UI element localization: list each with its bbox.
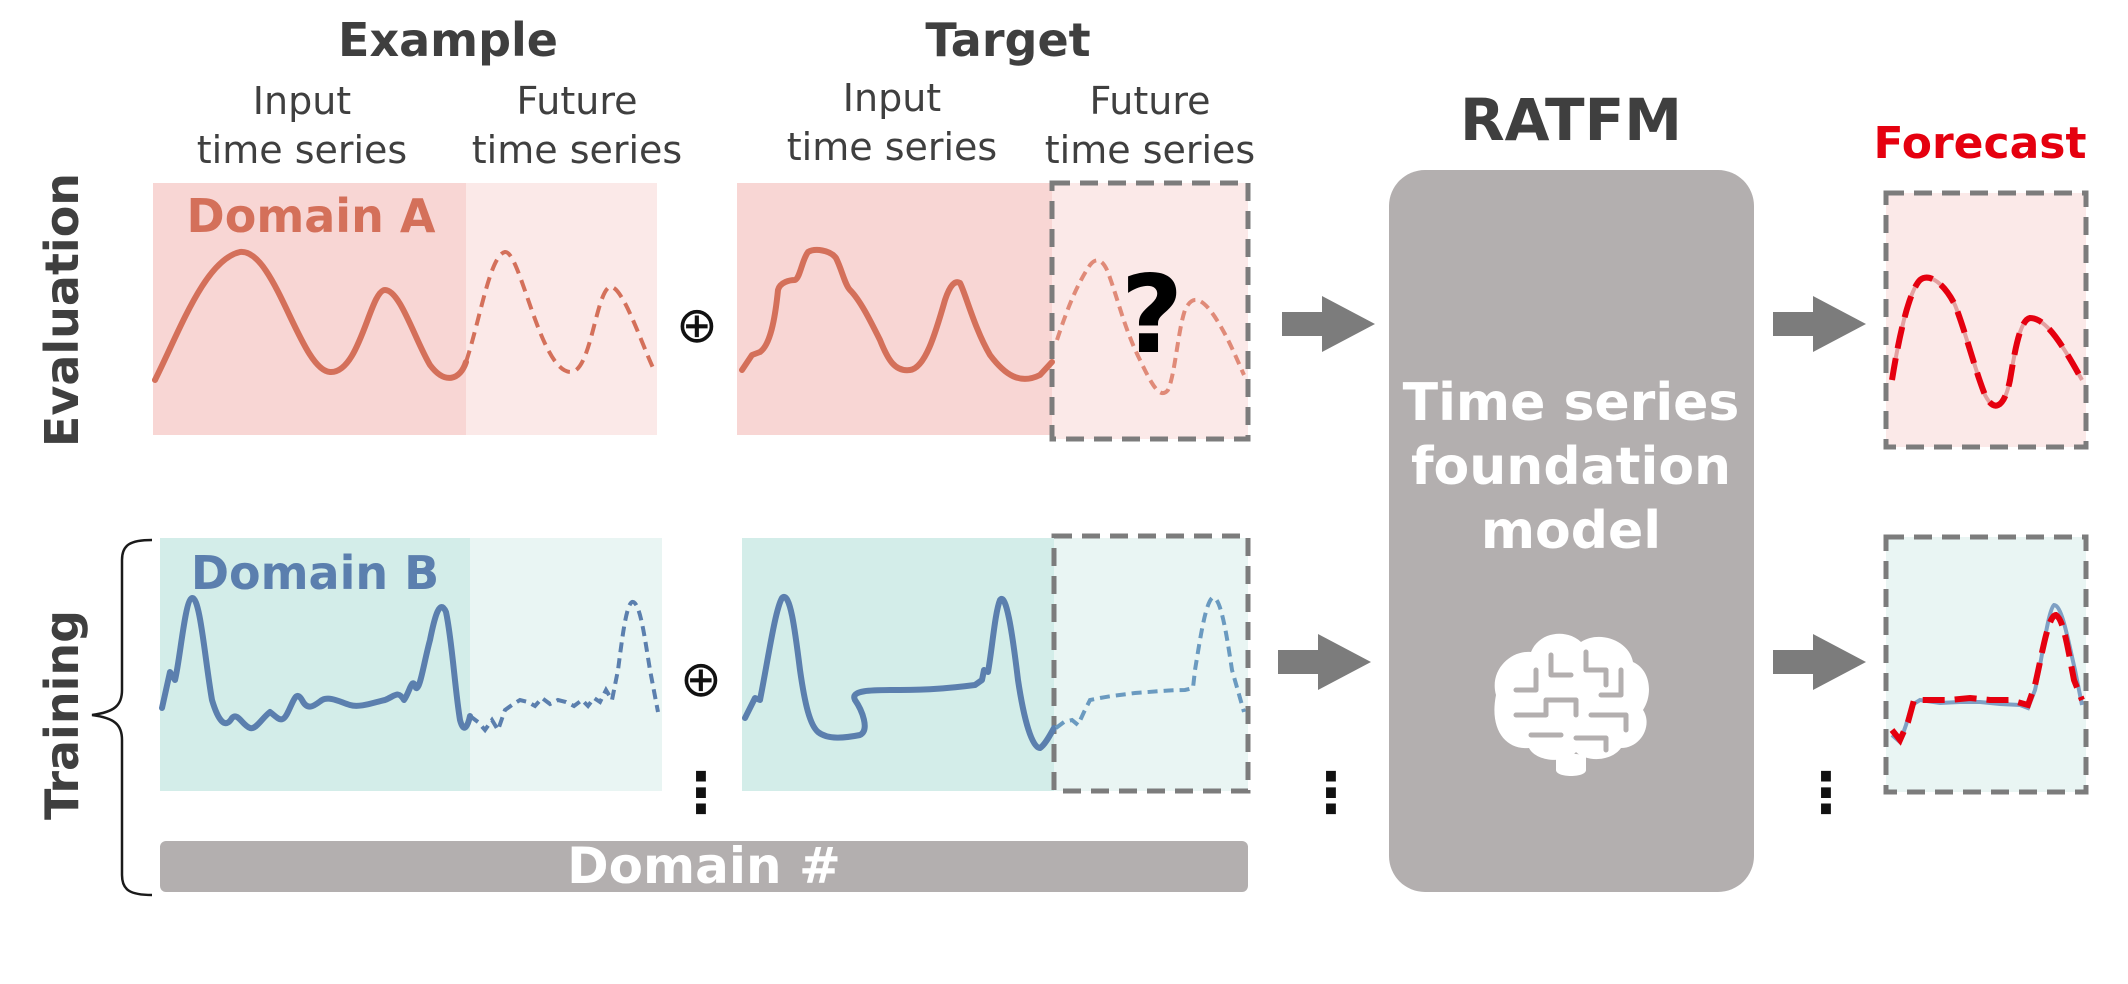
train-target-input-panel xyxy=(742,538,1054,791)
eval-target-future-panel xyxy=(1052,183,1248,439)
eval-target-input-panel xyxy=(737,183,1052,435)
train-example-input-panel xyxy=(160,538,470,791)
model-title: RATFM xyxy=(1460,86,1682,154)
train-target-future-panel xyxy=(1054,538,1248,791)
eval-example-input-series xyxy=(152,249,469,383)
model-ellipsis: ⋮ xyxy=(1303,761,1359,826)
train-forecast-box xyxy=(1883,534,2089,795)
brain-icon xyxy=(1494,633,1649,776)
example-future-label-2: time series xyxy=(472,128,682,172)
target-input-label-2: time series xyxy=(787,125,997,169)
eval-forecast-predicted-series xyxy=(1889,274,2085,409)
domain-number-bar xyxy=(160,841,1248,892)
model-text-line-1: Time series xyxy=(1403,373,1740,433)
model-text-line-2: foundation xyxy=(1411,437,1731,497)
forecast-label: Forecast xyxy=(1873,118,2086,169)
domain-a-label: Domain A xyxy=(187,189,436,243)
target-future-label-2: time series xyxy=(1045,128,1255,172)
eval-target-future-series xyxy=(1055,258,1246,396)
example-future-label-1: Future xyxy=(516,79,637,123)
eval-target-input-series xyxy=(739,247,1055,382)
eval-forecast-box xyxy=(1883,190,2089,450)
eval-example-input-panel xyxy=(153,183,466,435)
target-input-label-1: Input xyxy=(843,76,941,120)
eval-target-future-box xyxy=(1049,180,1251,442)
train-target-future-series xyxy=(1054,595,1246,730)
eval-oplus-icon: ⊕ xyxy=(676,296,718,354)
train-model-to-forecast-arrow-icon xyxy=(1773,634,1866,690)
eval-forecast-panel xyxy=(1886,193,2086,447)
forecast-ellipsis: ⋮ xyxy=(1798,761,1854,826)
target-future-label-1: Future xyxy=(1089,79,1210,123)
eval-model-to-forecast-arrow-icon xyxy=(1773,296,1866,352)
model-block xyxy=(1389,170,1754,892)
training-row-label: Training xyxy=(35,610,89,820)
train-forecast-predicted-series xyxy=(1889,611,2085,746)
train-target-future-box xyxy=(1051,533,1251,794)
domain-b-label: Domain B xyxy=(191,546,439,600)
eval-example-future-panel xyxy=(466,183,657,435)
train-oplus-icon: ⊕ xyxy=(680,650,722,708)
brace-icon xyxy=(91,538,153,897)
model-text-line-3: model xyxy=(1481,501,1661,561)
train-target-input-series xyxy=(742,593,1057,751)
example-input-label-2: time series xyxy=(197,128,407,172)
evaluation-row-label: Evaluation xyxy=(35,173,89,447)
example-header: Example xyxy=(338,13,558,67)
train-example-future-series xyxy=(468,600,660,735)
train-to-model-arrow-icon xyxy=(1278,634,1371,690)
eval-example-future-series xyxy=(464,250,656,374)
target-header: Target xyxy=(925,13,1090,67)
train-example-future-panel xyxy=(470,538,662,791)
question-mark-icon: ? xyxy=(1121,253,1184,378)
train-example-ellipsis: ⋮ xyxy=(673,761,729,826)
domain-number-label: Domain # xyxy=(567,837,841,895)
example-input-label-1: Input xyxy=(253,79,351,123)
eval-to-model-arrow-icon xyxy=(1282,296,1375,352)
train-example-input-series xyxy=(159,594,473,732)
train-forecast-panel xyxy=(1886,537,2086,792)
